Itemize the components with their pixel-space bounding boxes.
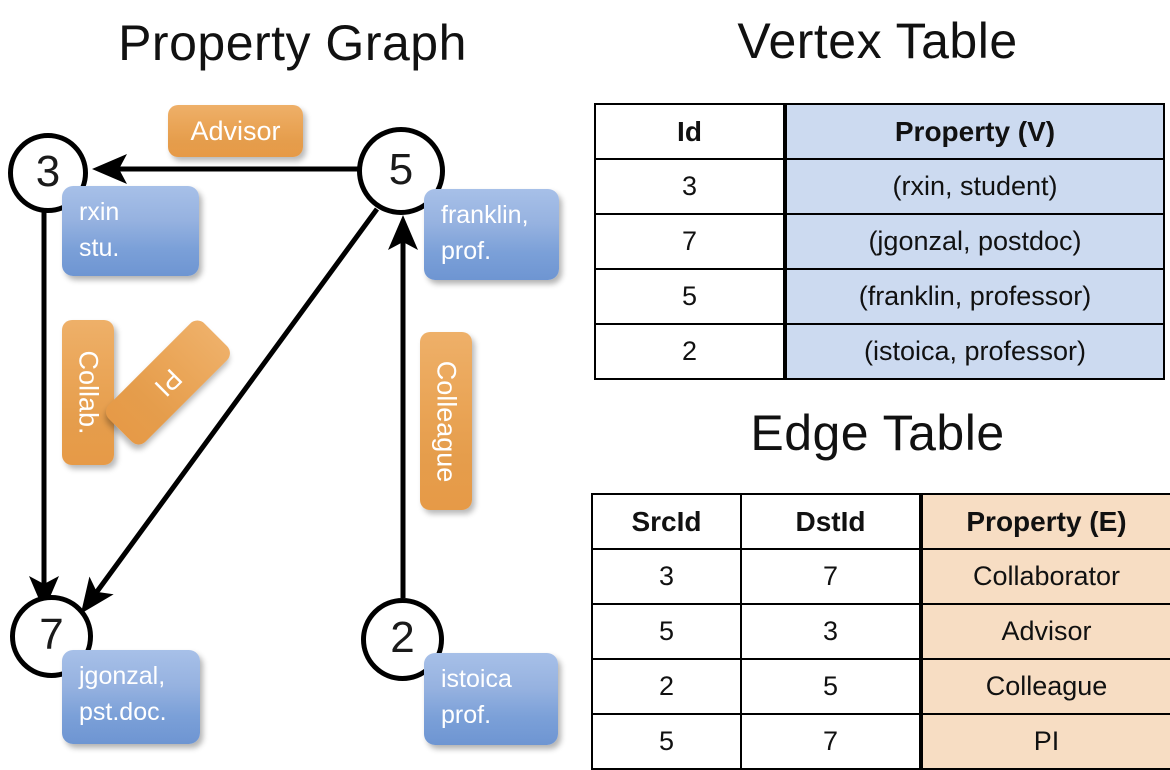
vertex-row-3-property: (istoica, professor)	[783, 323, 1165, 380]
table-row: 7 (jgonzal, postdoc)	[594, 213, 1165, 270]
edge-row-2-dst: 5	[740, 658, 922, 715]
node-property-3-line2: stu.	[79, 233, 120, 262]
vertex-table-header-property: Property (V)	[783, 103, 1165, 160]
edge-row-0-dst: 7	[740, 548, 922, 605]
edge-label-pi-text: PI	[148, 363, 188, 403]
table-row: 5 (franklin, professor)	[594, 268, 1165, 325]
node-property-box-3: rxin stu.	[62, 186, 199, 276]
edge-label-advisor: Advisor	[168, 105, 303, 157]
graph-node-5-id: 5	[388, 144, 414, 194]
page-title-property-graph: Property Graph	[118, 15, 467, 71]
table-row: 2 (istoica, professor)	[594, 323, 1165, 380]
node-property-2-line2: prof.	[441, 700, 492, 729]
node-property-box-5: franklin, prof.	[424, 189, 559, 280]
vertex-row-1-id: 7	[594, 213, 786, 270]
node-property-7-line1: jgonzal,	[79, 662, 166, 690]
edge-row-1-property: Advisor	[919, 603, 1170, 660]
edge-row-3-src: 5	[591, 713, 742, 770]
edge-table-header-property: Property (E)	[919, 493, 1170, 550]
edge-table-header-row: SrcId DstId Property (E)	[591, 493, 1170, 550]
edge-row-0-src: 3	[591, 548, 742, 605]
table-row: 5 7 PI	[591, 713, 1170, 770]
edge-row-1-dst: 3	[740, 603, 922, 660]
table-row: 3 (rxin, student)	[594, 158, 1165, 215]
vertex-table: Id Property (V) 3 (rxin, student) 7 (jgo…	[594, 103, 1165, 380]
edge-table-title: Edge Table	[750, 405, 1005, 461]
vertex-row-2-id: 5	[594, 268, 786, 325]
edge-row-3-property: PI	[919, 713, 1170, 770]
edge-row-1-src: 5	[591, 603, 742, 660]
edge-label-collab: Collab.	[62, 320, 114, 465]
graph-edges-svg	[29, 154, 418, 614]
edge-table-panel: Edge Table SrcId DstId Property (E) 3 7 …	[585, 385, 1170, 770]
vertex-table-panel: Vertex Table Id Property (V) 3 (rxin, st…	[585, 0, 1170, 385]
edge-row-2-property: Colleague	[919, 658, 1170, 715]
table-row: 5 3 Advisor	[591, 603, 1170, 660]
vertex-row-2-property: (franklin, professor)	[783, 268, 1165, 325]
node-property-5-line2: prof.	[441, 236, 492, 265]
graph-node-5: 5	[357, 127, 445, 215]
table-row: 3 7 Collaborator	[591, 548, 1170, 605]
table-row: 2 5 Colleague	[591, 658, 1170, 715]
edge-row-0-property: Collaborator	[919, 548, 1170, 605]
edge-row-2-src: 2	[591, 658, 742, 715]
node-property-7-line2: pst.doc.	[79, 697, 167, 726]
node-property-5-line1: franklin,	[441, 201, 529, 229]
vertex-row-3-id: 2	[594, 323, 786, 380]
edge-table-header-dstid: DstId	[740, 493, 922, 550]
graph-node-7-id: 7	[39, 610, 64, 659]
edge-row-3-dst: 7	[740, 713, 922, 770]
vertex-row-0-id: 3	[594, 158, 786, 215]
vertex-row-1-property: (jgonzal, postdoc)	[783, 213, 1165, 270]
vertex-table-header-id: Id	[594, 103, 786, 160]
edge-table: SrcId DstId Property (E) 3 7 Collaborato…	[591, 493, 1170, 770]
vertex-row-0-property: (rxin, student)	[783, 158, 1165, 215]
edge-label-colleague: Colleague	[420, 332, 472, 510]
edge-table-header-srcid: SrcId	[591, 493, 742, 550]
graph-node-2-id: 2	[390, 613, 415, 662]
edge-label-colleague-text: Colleague	[431, 360, 462, 482]
property-graph-panel: Property Graph Advisor Collab. PI	[0, 0, 585, 760]
node-property-box-2: istoica prof.	[424, 653, 558, 745]
graph-node-3-id: 3	[35, 146, 61, 196]
edge-label-advisor-text: Advisor	[190, 115, 281, 146]
node-property-2-line1: istoica	[441, 665, 512, 693]
node-property-box-7: jgonzal, pst.doc.	[62, 650, 200, 744]
vertex-table-title: Vertex Table	[737, 13, 1018, 69]
edge-arrow-pi	[80, 207, 380, 614]
graph-node-2: 2	[361, 598, 444, 681]
node-property-3-line1: rxin	[79, 198, 120, 226]
edge-label-collab-text: Collab.	[73, 350, 104, 435]
vertex-table-header-row: Id Property (V)	[594, 103, 1165, 160]
